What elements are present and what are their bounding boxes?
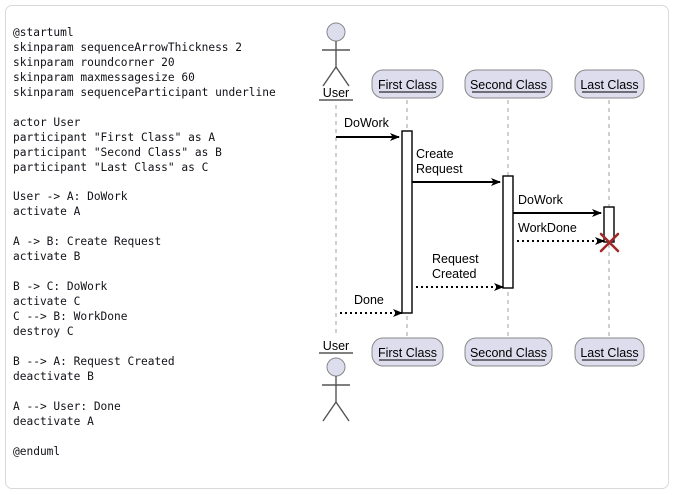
actor-head-icon	[326, 22, 346, 42]
message-label-request: Request	[416, 162, 463, 176]
actor-head-icon-bottom	[326, 357, 346, 377]
participant-c-label-top: Last Class	[580, 78, 638, 92]
message-label-dowork-2: DoWork	[518, 193, 564, 207]
participant-box-b-bottom[interactable]: Second Class	[464, 337, 553, 367]
message-label-workdone: WorkDone	[518, 221, 577, 235]
destroy-x-line-2	[599, 232, 620, 253]
participant-b-label-bottom: Second Class	[470, 346, 547, 360]
actor-label-bottom: User	[323, 339, 349, 353]
actor-leg-left-bottom	[322, 401, 337, 422]
message-label-dowork-1: DoWork	[344, 116, 390, 130]
message-done-a-user: Done	[339, 293, 403, 317]
participant-b-label-top: Second Class	[470, 78, 547, 92]
participant-box-c-bottom[interactable]: Last Class	[574, 337, 645, 367]
participant-box-b-top[interactable]: Second Class	[464, 69, 553, 99]
actor-leg-right-bottom	[335, 401, 350, 422]
message-label-done: Done	[354, 293, 384, 307]
message-request-created-b-a: Request Created	[415, 252, 504, 291]
actor-user-top[interactable]: User	[319, 22, 353, 101]
participant-c-rect-top	[574, 69, 645, 99]
actor-user-bottom[interactable]: User	[319, 339, 353, 422]
message-label-create: Create	[416, 147, 454, 161]
actor-leg-right	[335, 66, 350, 87]
participant-box-c-top[interactable]: Last Class	[574, 69, 645, 99]
sequence-diagram: User First Class Second Class Last Class	[313, 10, 665, 480]
plantuml-source-pane[interactable]: @startuml skinparam sequenceArrowThickne…	[13, 26, 313, 476]
destroy-marker-c	[599, 232, 620, 253]
participant-b-rect-bottom	[464, 337, 553, 367]
plantuml-source-text: @startuml skinparam sequenceArrowThickne…	[13, 26, 276, 458]
participant-a-rect-bottom	[371, 337, 444, 367]
sequence-diagram-svg: User First Class Second Class Last Class	[319, 22, 645, 422]
participant-box-a-bottom[interactable]: First Class	[371, 337, 444, 367]
activation-bars	[401, 130, 615, 314]
activation-bar-b	[502, 175, 514, 289]
participant-a-label-top: First Class	[378, 78, 437, 92]
activation-bar-a	[401, 130, 413, 314]
message-label-request-2: Request	[432, 252, 479, 266]
message-workdone-c-b: WorkDone	[516, 221, 605, 245]
message-dowork-user-a: DoWork	[336, 116, 400, 141]
participant-b-rect-top	[464, 69, 553, 99]
actor-leg-left	[322, 66, 337, 87]
page-frame	[5, 5, 669, 489]
participant-a-label-bottom: First Class	[378, 346, 437, 360]
participant-c-rect-bottom	[574, 337, 645, 367]
participant-box-a-top[interactable]: First Class	[371, 69, 444, 99]
participant-a-rect-top	[371, 69, 444, 99]
message-dowork-b-c: DoWork	[513, 193, 602, 217]
participant-c-label-bottom: Last Class	[580, 346, 638, 360]
message-label-created: Created	[432, 267, 477, 281]
actor-label-top: User	[323, 86, 349, 100]
message-create-request-a-b: Create Request	[412, 147, 501, 186]
